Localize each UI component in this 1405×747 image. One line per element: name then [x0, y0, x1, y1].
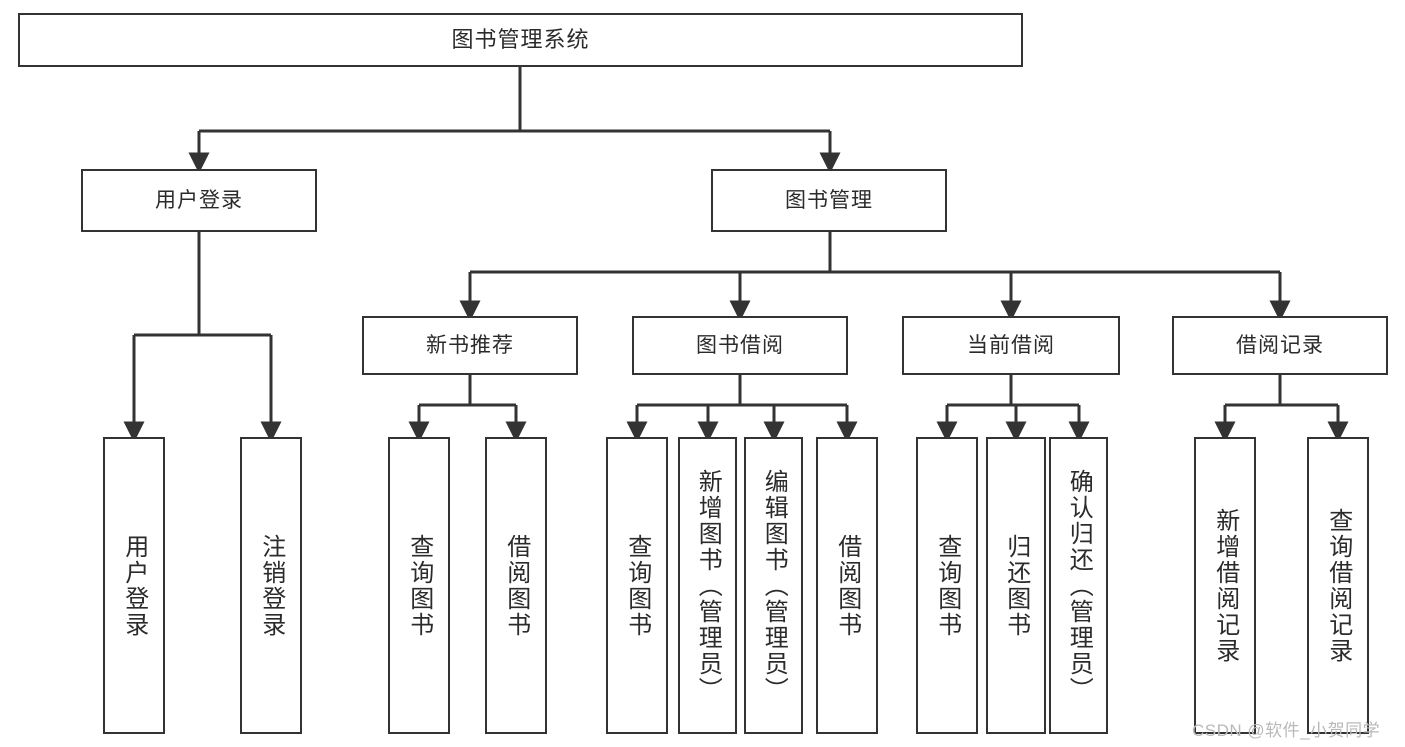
- watermark-text: CSDN @软件_小贺同学: [1192, 721, 1381, 740]
- node-label: 当前借阅: [967, 333, 1055, 357]
- node-borrow-record[interactable]: 借阅记录: [1172, 316, 1388, 375]
- node-new-book-recommend[interactable]: 新书推荐: [362, 316, 578, 375]
- node-leaf-logout[interactable]: 注销登录: [240, 437, 302, 734]
- node-root-system[interactable]: 图书管理系统: [18, 13, 1023, 67]
- node-leaf-user-login[interactable]: 用户登录: [103, 437, 165, 734]
- node-label: 借阅图书: [502, 533, 530, 638]
- csdn-watermark: CSDN @软件_小贺同学: [1192, 716, 1380, 741]
- node-label: 借阅记录: [1236, 333, 1324, 357]
- node-label: 新增借阅记录: [1211, 507, 1239, 664]
- node-label: 新增图书（管理员）: [694, 468, 722, 703]
- node-leaf-add-book-admin[interactable]: 新增图书（管理员）: [678, 437, 737, 734]
- node-label: 借阅图书: [833, 533, 861, 638]
- node-leaf-query-book-recommend[interactable]: 查询图书: [388, 437, 450, 734]
- node-label: 查询借阅记录: [1324, 507, 1352, 664]
- node-label: 编辑图书（管理员）: [760, 468, 788, 703]
- node-label: 图书管理系统: [451, 26, 590, 52]
- node-label: 查询图书: [933, 533, 961, 638]
- node-label: 确认归还（管理员）: [1065, 468, 1093, 703]
- node-label: 查询图书: [405, 533, 433, 638]
- node-label: 图书借阅: [696, 333, 784, 357]
- node-book-borrow[interactable]: 图书借阅: [632, 316, 848, 375]
- node-leaf-query-borrow-record[interactable]: 查询借阅记录: [1307, 437, 1369, 734]
- node-current-borrow[interactable]: 当前借阅: [902, 316, 1120, 375]
- node-leaf-return-book[interactable]: 归还图书: [986, 437, 1046, 734]
- node-label: 注销登录: [257, 533, 285, 638]
- node-label: 用户登录: [155, 188, 243, 212]
- node-book-management[interactable]: 图书管理: [711, 169, 947, 232]
- node-label: 图书管理: [785, 188, 873, 212]
- node-label: 用户登录: [120, 533, 148, 638]
- node-leaf-borrow-book-recommend[interactable]: 借阅图书: [485, 437, 547, 734]
- node-label: 查询图书: [623, 533, 651, 638]
- node-leaf-edit-book-admin[interactable]: 编辑图书（管理员）: [744, 437, 803, 734]
- node-leaf-borrow-book[interactable]: 借阅图书: [816, 437, 878, 734]
- node-user-login[interactable]: 用户登录: [81, 169, 317, 232]
- node-leaf-query-book-current[interactable]: 查询图书: [916, 437, 978, 734]
- node-leaf-add-borrow-record[interactable]: 新增借阅记录: [1194, 437, 1256, 734]
- node-label: 新书推荐: [426, 333, 514, 357]
- node-leaf-confirm-return-admin[interactable]: 确认归还（管理员）: [1049, 437, 1108, 734]
- node-leaf-query-book-borrow[interactable]: 查询图书: [606, 437, 668, 734]
- node-label: 归还图书: [1002, 533, 1030, 638]
